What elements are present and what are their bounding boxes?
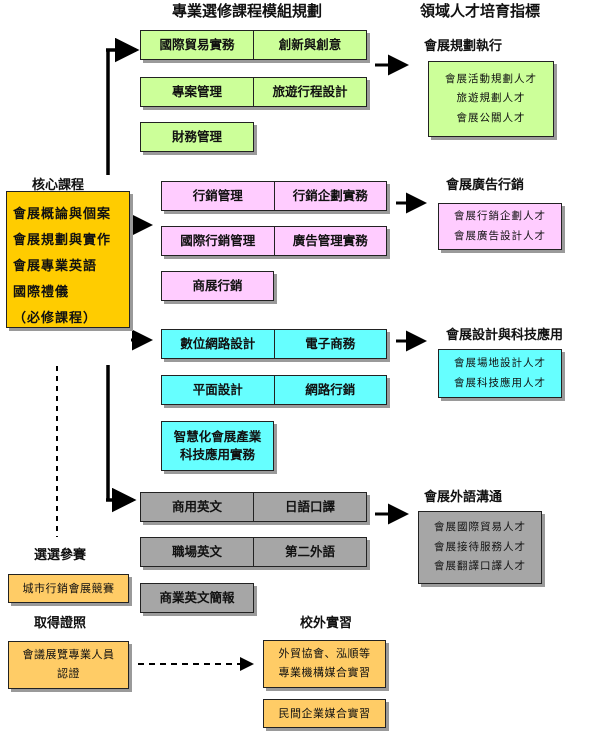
core-title: 核心課程: [32, 178, 85, 193]
course-smart-mice: 智慧化會展產業 科技應用實務: [161, 421, 274, 471]
course-e-commerce: 電子商務: [273, 330, 387, 358]
course-trade-show-marketing: 商展行銷: [161, 271, 274, 301]
core-item: 會展規劃與實作: [13, 233, 112, 248]
talent-item: 會展活動規劃人才: [445, 72, 537, 85]
language-title: 會展外語溝通: [424, 490, 503, 505]
talent-item: 會展公關人才: [456, 111, 526, 124]
language-course-row-2: 職場英文 第二外語: [140, 537, 367, 567]
marketing-title: 會展廣告行銷: [446, 178, 525, 193]
course-japanese-interpretation: 日語口譯: [253, 493, 366, 521]
course-international-trade: 國際貿易實務: [159, 36, 235, 52]
certificate-box: 會議展覽專業人員 認證: [8, 641, 129, 689]
marketing-course-row-2: 國際行銷管理 廣告管理實務: [161, 226, 387, 256]
language-talent-box: 會展國際貿易人才 會展接待服務人才 會展翻譯口譯人才: [418, 511, 542, 584]
course-business-english-presentation: 商業英文簡報: [140, 583, 254, 613]
talent-item: 會展廣告設計人才: [454, 229, 546, 242]
talent-item: 會展接待服務人才: [434, 540, 526, 553]
certificate-line: 認證: [57, 667, 80, 680]
course-business-english: 商用英文: [171, 498, 222, 514]
course-financial-management: 財務管理: [140, 122, 254, 152]
course-innovation: 創新與創意: [253, 31, 366, 59]
planning-title: 會展規劃執行: [424, 39, 503, 54]
talent-item: 會展場地設計人才: [454, 357, 546, 370]
certificate-title: 取得證照: [34, 616, 87, 631]
planning-course-row-2: 專案管理 旅遊行程設計: [140, 77, 367, 107]
planning-course-row-1: 國際貿易實務 創新與創意: [140, 30, 367, 60]
internship-private-box: 民間企業媒合實習: [263, 699, 386, 728]
course-second-language: 第二外語: [253, 538, 366, 566]
course-workplace-english: 職場英文: [171, 543, 222, 559]
competition-title: 選選參賽: [34, 548, 87, 563]
talent-item: 會展行銷企劃人才: [454, 210, 546, 223]
competition-item: 城市行銷會展競賽: [8, 574, 129, 603]
planning-talent-box: 會展活動規劃人才 旅遊規劃人才 會展公關人才: [428, 61, 554, 137]
internship-institution-box: 外貿協會、泓順等 專業機構媒合實習: [263, 640, 386, 688]
talent-item: 旅遊規劃人才: [456, 92, 526, 105]
course-international-marketing: 國際行銷管理: [180, 232, 256, 248]
core-item: 會展專業英語: [13, 259, 98, 274]
internship-title: 校外實習: [300, 616, 353, 631]
core-list: 會展概論與個案 會展規劃與實作 會展專業英語 國際禮儀 （必修課程）: [13, 202, 111, 332]
talent-item: 會展翻譯口譯人才: [434, 560, 526, 573]
course-advertising: 廣告管理實務: [273, 227, 387, 255]
design-title: 會展設計與科技應用: [446, 328, 564, 343]
course-graphic-design: 平面設計: [192, 381, 243, 397]
core-item: （必修課程）: [13, 311, 98, 326]
core-box: 會展概論與個案 會展規劃與實作 會展專業英語 國際禮儀 （必修課程）: [6, 191, 130, 328]
marketing-talent-box: 會展行銷企劃人才 會展廣告設計人才: [438, 203, 562, 250]
course-project-management: 專案管理: [171, 83, 222, 99]
talent-header: 領域人才培育指標: [420, 2, 541, 20]
certificate-line: 會議展覽專業人員: [22, 648, 115, 662]
talent-item: 會展科技應用人才: [454, 376, 546, 389]
smart-line: 科技應用實務: [179, 447, 255, 462]
core-item: 會展概論與個案: [13, 207, 112, 222]
design-course-row-1: 數位網路設計 電子商務: [161, 329, 387, 359]
course-marketing-management: 行銷管理: [192, 187, 243, 203]
language-course-row-1: 商用英文 日語口譯: [140, 492, 367, 522]
smart-line: 智慧化會展產業: [173, 428, 262, 444]
course-digital-web-design: 數位網路設計: [180, 335, 256, 351]
design-course-row-2: 平面設計 網路行銷: [161, 375, 387, 405]
course-marketing-planning: 行銷企劃實務: [273, 182, 387, 210]
design-talent-box: 會展場地設計人才 會展科技應用人才: [438, 349, 562, 398]
course-travel-design: 旅遊行程設計: [253, 78, 366, 106]
course-online-marketing: 網路行銷: [273, 376, 387, 404]
internship-line: 外貿協會、泓順等: [278, 647, 371, 661]
talent-item: 會展國際貿易人才: [434, 521, 526, 534]
core-item: 國際禮儀: [13, 285, 70, 300]
marketing-course-row-1: 行銷管理 行銷企劃實務: [161, 181, 387, 211]
modules-header: 專業選修課程模組規劃: [172, 2, 323, 20]
internship-line: 專業機構媒合實習: [278, 666, 371, 679]
